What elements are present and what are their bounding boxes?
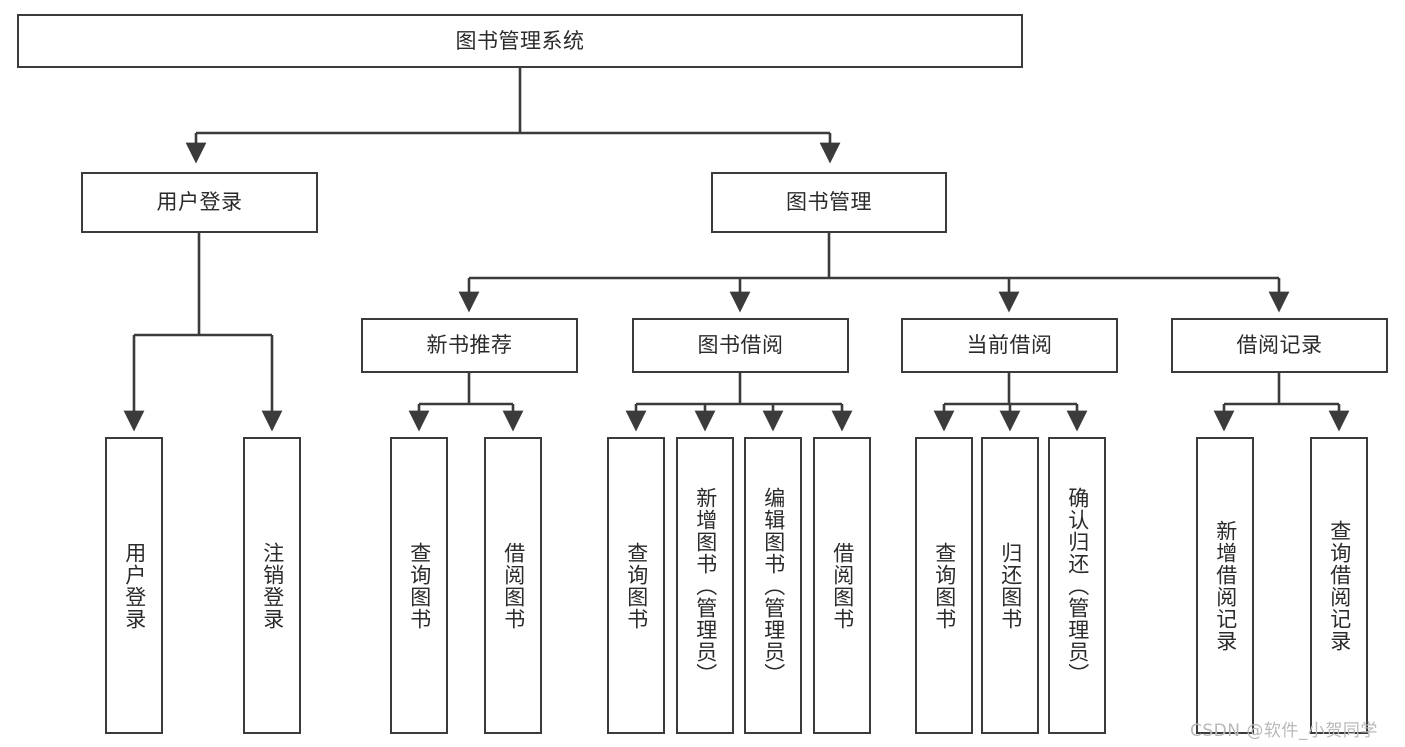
leaf-query-book-recommend[interactable]: 查询图书 (390, 437, 448, 734)
leaf-return-book[interactable]: 归还图书 (981, 437, 1039, 734)
leaf-edit-book[interactable]: 编辑图书（管理员） (744, 437, 802, 734)
node-label: 图书管理 (786, 190, 872, 215)
node-label: 新增借阅记录 (1213, 519, 1238, 652)
node-new-book-recommend[interactable]: 新书推荐 (361, 318, 578, 373)
leaf-add-borrow-record[interactable]: 新增借阅记录 (1196, 437, 1254, 734)
node-label: 借阅图书 (501, 541, 526, 630)
node-label: 查询图书 (932, 541, 957, 630)
node-label: 归还图书 (998, 541, 1023, 630)
leaf-confirm-return[interactable]: 确认归还（管理员） (1048, 437, 1106, 734)
leaf-query-book-current[interactable]: 查询图书 (915, 437, 973, 734)
node-label: 借阅记录 (1236, 333, 1323, 358)
node-label: 确认归还（管理员） (1065, 486, 1090, 685)
node-book-borrow[interactable]: 图书借阅 (632, 318, 849, 373)
node-user-login[interactable]: 用户登录 (81, 172, 318, 233)
leaf-query-borrow-record[interactable]: 查询借阅记录 (1310, 437, 1368, 734)
node-book-management[interactable]: 图书管理 (711, 172, 947, 233)
node-label: 图书借阅 (697, 333, 784, 358)
leaf-query-book-borrow[interactable]: 查询图书 (607, 437, 665, 734)
node-label: 新增图书（管理员） (693, 486, 718, 685)
node-label: 图书管理系统 (455, 28, 585, 53)
node-label: 查询借阅记录 (1327, 519, 1352, 652)
node-borrow-record[interactable]: 借阅记录 (1171, 318, 1388, 373)
leaf-borrow-book[interactable]: 借阅图书 (813, 437, 871, 734)
node-label: 借阅图书 (830, 541, 855, 630)
node-label: 查询图书 (407, 541, 432, 630)
node-label: 当前借阅 (966, 333, 1053, 358)
csdn-watermark: CSDN @软件_小贺同学 (1190, 721, 1378, 741)
leaf-add-book[interactable]: 新增图书（管理员） (676, 437, 734, 734)
node-book-management-system[interactable]: 图书管理系统 (17, 14, 1023, 68)
leaf-borrow-book-recommend[interactable]: 借阅图书 (484, 437, 542, 734)
leaf-user-login[interactable]: 用户登录 (105, 437, 163, 734)
node-label: 用户登录 (156, 190, 243, 215)
node-label: 编辑图书（管理员） (761, 486, 786, 685)
node-label: 查询图书 (624, 541, 649, 630)
node-label: 注销登录 (260, 541, 285, 630)
node-label: 用户登录 (122, 541, 147, 630)
node-label: 新书推荐 (426, 333, 513, 358)
node-current-borrow[interactable]: 当前借阅 (901, 318, 1118, 373)
leaf-logout-login[interactable]: 注销登录 (243, 437, 301, 734)
